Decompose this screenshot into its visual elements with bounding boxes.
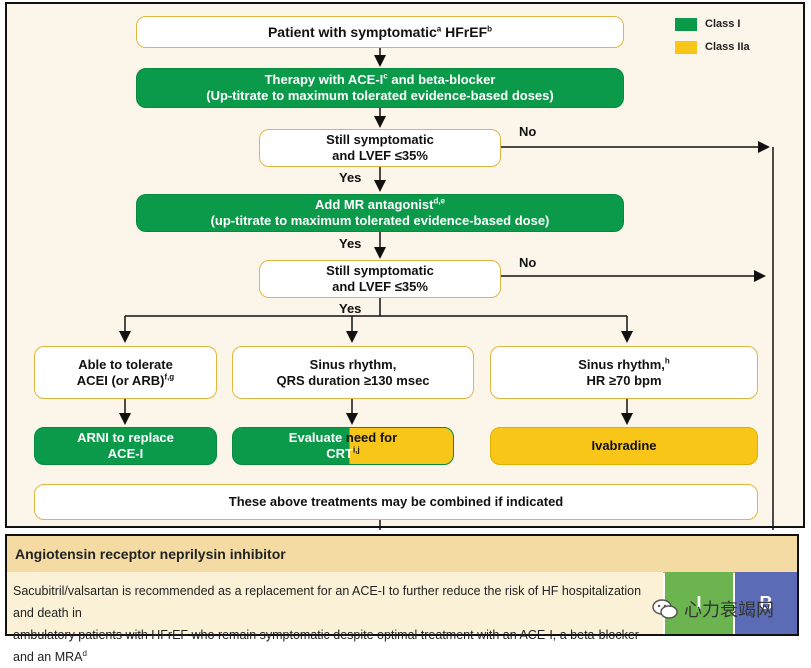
connector-lines [119,48,774,530]
combined-box: These above treatments may be combined i… [34,484,758,520]
check-box-2: Still symptomatic and LVEF ≤35% [259,260,501,298]
therapy-box: Therapy with ACE-Ic and beta-blocker (Up… [136,68,624,108]
condition-heart-rate: Sinus rhythm,h HR ≥70 bpm [490,346,758,399]
wechat-icon [652,599,678,619]
yes-label-3: Yes [339,301,362,316]
arni-box: ARNI to replace ACE-I [34,427,217,465]
crt-box: Evaluate need for CRTi,j [232,427,454,465]
legend-label-class-iia: Class IIa [705,41,750,53]
recommendation-heading: Angiotensin receptor neprilysin inhibito… [7,536,797,573]
flowchart-panel: Class I Class IIa Patient with symptomat… [5,2,805,530]
watermark: 心力衰竭网 [652,596,774,622]
no-label-2: No [519,255,537,270]
start-box: Patient with symptomatica HFrEFb [136,16,624,48]
condition-ace-tolerance: Able to tolerate ACEI (or ARB)f,g [34,346,217,399]
no-label-1: No [519,124,537,139]
recommendation-level-cell: B [735,572,797,634]
condition-qrs: Sinus rhythm, QRS duration ≥130 msec [232,346,474,399]
watermark-text: 心力衰竭网 [684,600,774,620]
legend-swatch-class-i [675,18,697,31]
yes-label-1: Yes [339,170,362,185]
legend-swatch-class-iia [675,41,697,54]
yes-label-2: Yes [339,236,362,251]
recommendation-text-line-2: ambulatory patients with HFrEF who remai… [13,628,639,664]
mra-box: Add MR antagonistd,e (up-titrate to maxi… [136,194,624,232]
recommendation-text: Sacubitril/valsartan is recommended as a… [7,572,663,664]
legend-label-class-i: Class I [705,18,741,30]
recommendation-table: Angiotensin receptor neprilysin inhibito… [5,534,799,664]
recommendation-class-cell: I [665,572,733,634]
ivabradine-box: Ivabradine [490,427,758,465]
recommendation-text-line-1: Sacubitril/valsartan is recommended as a… [13,584,642,620]
check-box-1: Still symptomatic and LVEF ≤35% [259,129,501,167]
